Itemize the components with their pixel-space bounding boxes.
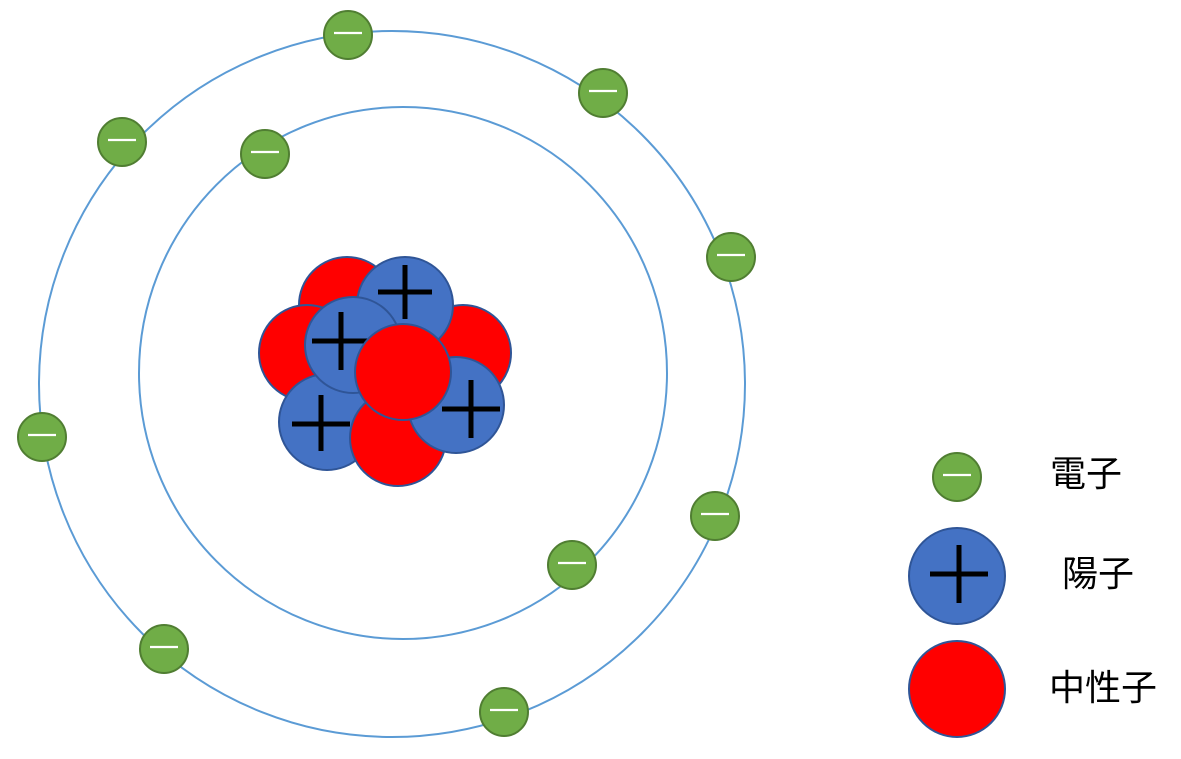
outer-orbit [38, 30, 746, 738]
legend-neutron-label: 中性子 [1049, 668, 1157, 709]
electron [578, 68, 628, 118]
outer-shell-electrons [17, 10, 756, 737]
legend-proton-icon [908, 527, 1006, 625]
inner-shell-electrons [240, 129, 597, 590]
inner-orbit [138, 106, 668, 640]
electron [547, 540, 597, 590]
legend-electron-icon [932, 452, 982, 502]
nucleus [258, 256, 512, 487]
electron [97, 117, 147, 167]
legend-neutron-icon [908, 640, 1006, 738]
neutron [354, 323, 452, 421]
legend-proton-label: 陽子 [1062, 554, 1134, 595]
electron [690, 491, 740, 541]
electron [479, 687, 529, 737]
electron [706, 232, 756, 282]
electron [139, 624, 189, 674]
electron [323, 10, 373, 60]
legend: 電子 陽子 中性子 [908, 452, 1157, 738]
electron [17, 412, 67, 462]
legend-electron-label: 電子 [1050, 454, 1122, 495]
electron [240, 129, 290, 179]
